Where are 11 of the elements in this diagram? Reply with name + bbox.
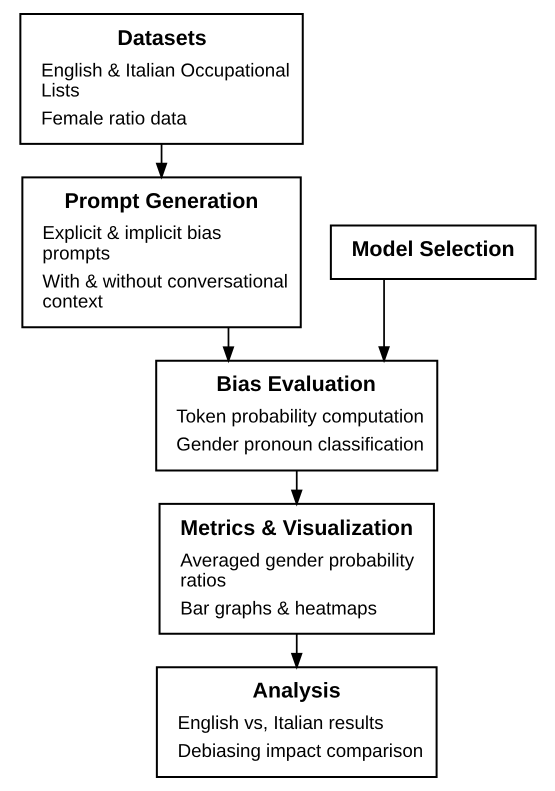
arrow xyxy=(378,279,390,364)
node-box: Prompt Generation Explicit & implicit bias prompts With & without conversational context xyxy=(20,176,302,328)
node-box: Datasets English & Italian Occupational Lists Female ratio data xyxy=(18,13,304,145)
arrow xyxy=(290,470,302,506)
node-box: Bias Evaluation Token probability computation Gender pronoun classification xyxy=(154,360,438,472)
node-box: Metrics & Visualization Averaged gender probability ratios Bar graphs & heatmaps xyxy=(158,502,434,635)
arrow xyxy=(222,327,234,364)
node-box: Model Selection xyxy=(329,224,536,280)
node-box: Analysis English vs, Italian results Debiasing impact comparison xyxy=(155,666,438,778)
arrow xyxy=(290,634,302,670)
arrow xyxy=(155,144,167,180)
